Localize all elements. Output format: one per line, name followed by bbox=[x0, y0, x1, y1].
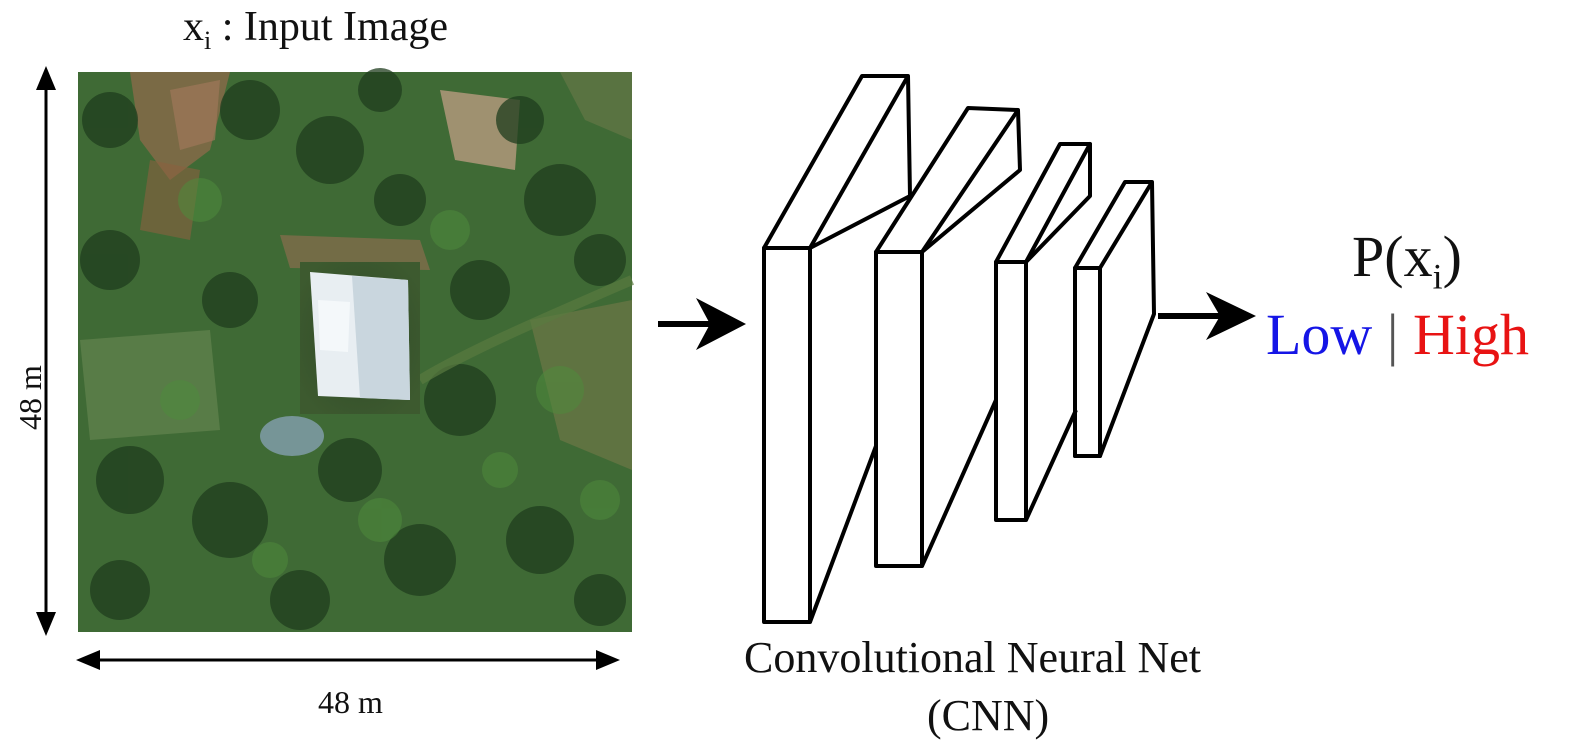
input-symbol: x bbox=[183, 4, 204, 50]
input-image-title: xi : Input Image bbox=[183, 6, 448, 54]
height-dimension-label: 48 m bbox=[12, 365, 48, 430]
output-arrow bbox=[1158, 292, 1256, 340]
cnn-layers bbox=[762, 74, 1156, 624]
output-separator: | bbox=[1386, 302, 1399, 367]
height-dimension-arrow bbox=[36, 66, 56, 636]
output-high-label: High bbox=[1412, 302, 1529, 367]
cnn-layer-4 bbox=[1073, 180, 1156, 458]
output-classes: Low | High bbox=[1266, 306, 1529, 364]
prob-suffix: ) bbox=[1442, 224, 1462, 289]
input-subscript: i bbox=[204, 26, 212, 56]
prob-subscript: i bbox=[1432, 256, 1443, 297]
cnn-layer-3 bbox=[994, 142, 1092, 522]
width-dimension-arrow bbox=[76, 650, 620, 670]
prob-prefix: P(x bbox=[1352, 224, 1433, 289]
input-satellite-image bbox=[78, 68, 634, 632]
cnn-name-label: Convolutional Neural Net bbox=[744, 633, 1202, 682]
cnn-layer-2 bbox=[874, 106, 1022, 568]
width-dimension-label: 48 m bbox=[318, 684, 383, 720]
cnn-abbrev-label: (CNN) bbox=[927, 691, 1050, 740]
cnn-layer-1 bbox=[762, 74, 912, 624]
input-arrow bbox=[658, 298, 746, 350]
input-title-text: : Input Image bbox=[211, 4, 448, 50]
output-low-label: Low bbox=[1266, 302, 1373, 367]
probability-label: P(xi) bbox=[1352, 228, 1462, 296]
